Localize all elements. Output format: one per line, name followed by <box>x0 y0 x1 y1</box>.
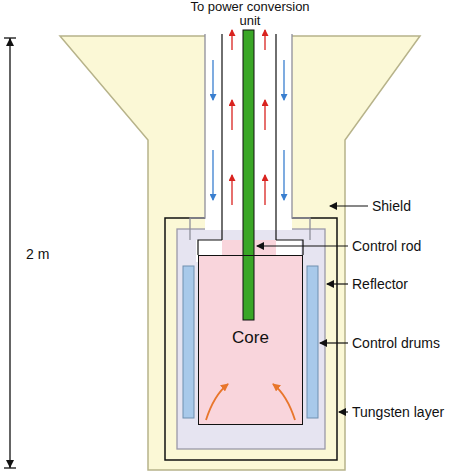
part-label: Tungsten layer <box>352 404 444 420</box>
core-box: Core <box>198 255 303 425</box>
part-label: Control rod <box>352 238 421 254</box>
outlet-label: To power conversion unit <box>190 0 310 28</box>
part-label: Shield <box>372 198 411 214</box>
part-label: Control drums <box>352 335 440 351</box>
part-label: Reflector <box>352 276 408 292</box>
dimension-label: 2 m <box>24 246 51 262</box>
core-label: Core <box>232 328 269 424</box>
